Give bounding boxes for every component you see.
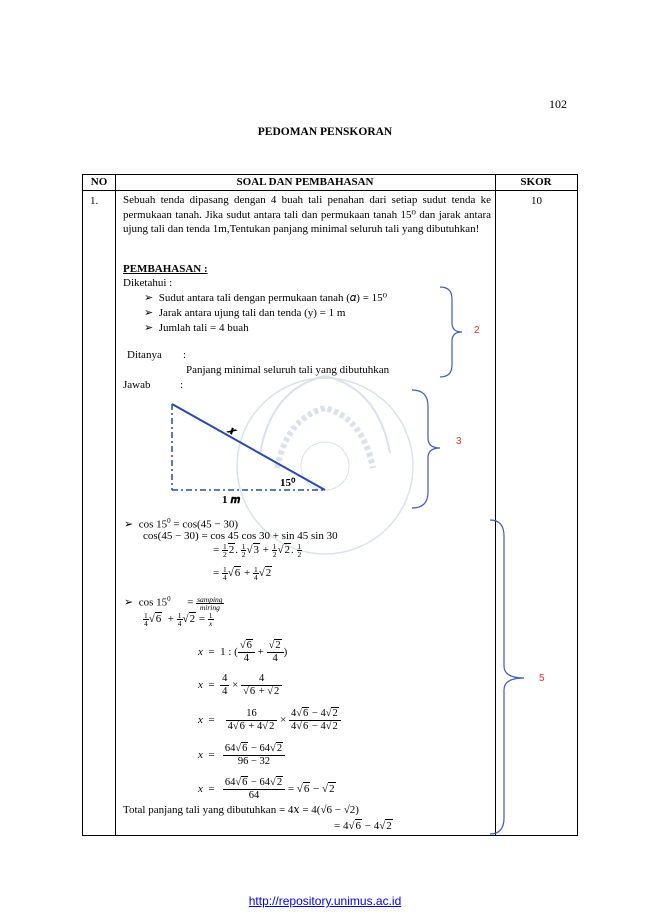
page-number: 102 [549, 97, 567, 111]
ditanya-label: Ditanya [127, 349, 162, 361]
base-label: 1 𝒎 [222, 494, 240, 506]
triangle-diagram: 𝒙 15⁰ 1 𝒎 [171, 403, 326, 506]
row-score: 10 [531, 195, 542, 207]
repository-link[interactable]: http://repository.unimus.ac.id [248, 894, 402, 908]
known-item-2: ➢ Jarak antara ujung tali dan tenda (y) … [144, 307, 346, 319]
known-item-1: ➢ Sudut antara tali dengan permukaan tan… [144, 292, 388, 304]
col-divider-2 [495, 175, 496, 835]
jawab-label: Jawab [123, 379, 151, 391]
bracket-solution [489, 519, 525, 835]
score-annotation-3: 3 [456, 436, 462, 447]
question-text: Sebuah tenda dipasang dengan 4 buah tali… [123, 194, 491, 235]
ditanya-colon: : [183, 349, 187, 361]
angle-label: 15⁰ [280, 477, 296, 489]
total-length-line: Total panjang tali yang dibutuhkan = 4𝑥 … [123, 804, 359, 816]
known-item-3: ➢ Jumlah tali = 4 buah [144, 322, 249, 334]
bracket-known [439, 286, 463, 378]
page-title: PEDOMAN PENSKORAN [257, 126, 393, 138]
col-divider-1 [115, 175, 116, 835]
header-no: NO [90, 176, 108, 188]
scoring-table: NO SOAL DAN PEMBAHASAN SKOR [82, 174, 578, 836]
footer: http://repository.unimus.ac.id [0, 892, 650, 910]
header-soal: SOAL DAN PEMBAHASAN [236, 176, 374, 188]
header-skor: SKOR [520, 176, 552, 188]
ditanya-text: Panjang minimal seluruh tali yang dibutu… [186, 364, 390, 376]
row-number: 1. [90, 195, 99, 207]
score-annotation-5: 5 [539, 673, 545, 684]
university-watermark [236, 374, 414, 555]
total-length-result: = 4√6 − 4√2 [334, 819, 393, 832]
score-annotation-2: 2 [474, 325, 480, 336]
diketahui-label: Diketahui : [123, 277, 173, 289]
bracket-diagram [411, 389, 441, 509]
jawab-colon: : [180, 379, 184, 391]
pembahasan-heading: PEMBAHASAN : [123, 263, 208, 275]
rope-line [171, 403, 326, 491]
table-header-row [83, 175, 577, 191]
